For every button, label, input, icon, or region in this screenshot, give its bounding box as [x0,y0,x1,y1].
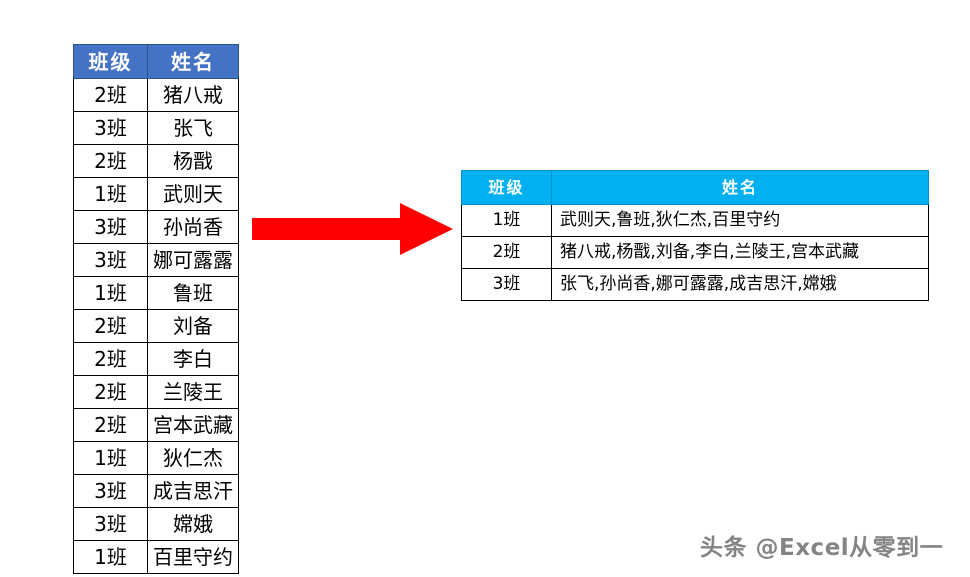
result-cell-names: 猪八戒,杨戬,刘备,李白,兰陵王,宫本武藏 [551,236,929,269]
source-cell-class: 2班 [73,78,148,112]
source-cell-name: 李白 [147,342,239,376]
source-cell-class: 2班 [73,408,148,442]
table-row: 1班 武则天,鲁班,狄仁杰,百里守约 [461,204,929,237]
result-cell-class: 1班 [461,204,552,237]
source-cell-class: 2班 [73,342,148,376]
table-row: 1班 百里守约 [73,540,239,574]
source-cell-class: 3班 [73,111,148,145]
result-table: 班级 姓名 1班 武则天,鲁班,狄仁杰,百里守约 2班 猪八戒,杨戬,刘备,李白… [461,170,929,301]
result-header-class: 班级 [461,170,552,205]
source-cell-class: 2班 [73,144,148,178]
table-row: 3班 张飞 [73,111,239,145]
result-cell-names: 武则天,鲁班,狄仁杰,百里守约 [551,204,929,237]
source-cell-class: 3班 [73,243,148,277]
table-row: 3班 娜可露露 [73,243,239,277]
table-row: 2班 刘备 [73,309,239,343]
source-cell-name: 成吉思汗 [147,474,239,508]
source-cell-class: 3班 [73,474,148,508]
source-cell-class: 3班 [73,210,148,244]
right-block-arrow-icon [252,202,454,256]
result-cell-names: 张飞,孙尚香,娜可露露,成吉思汗,嫦娥 [551,268,929,301]
source-header-class: 班级 [73,44,148,79]
source-cell-name: 鲁班 [147,276,239,310]
table-row: 1班 鲁班 [73,276,239,310]
source-cell-name: 杨戬 [147,144,239,178]
source-cell-class: 1班 [73,540,148,574]
source-cell-class: 2班 [73,309,148,343]
source-cell-name: 孙尚香 [147,210,239,244]
source-table-header-row: 班级 姓名 [73,44,239,79]
source-cell-class: 1班 [73,441,148,475]
source-cell-class: 2班 [73,375,148,409]
source-cell-name: 刘备 [147,309,239,343]
source-cell-name: 狄仁杰 [147,441,239,475]
table-row: 1班 狄仁杰 [73,441,239,475]
result-cell-class: 2班 [461,236,552,269]
table-row: 3班 张飞,孙尚香,娜可露露,成吉思汗,嫦娥 [461,268,929,301]
source-cell-name: 嫦娥 [147,507,239,541]
source-cell-name: 张飞 [147,111,239,145]
source-cell-name: 娜可露露 [147,243,239,277]
source-cell-class: 3班 [73,507,148,541]
table-row: 1班 武则天 [73,177,239,211]
table-row: 3班 成吉思汗 [73,474,239,508]
source-cell-class: 1班 [73,177,148,211]
table-row: 3班 嫦娥 [73,507,239,541]
table-row: 2班 猪八戒 [73,78,239,112]
source-cell-class: 1班 [73,276,148,310]
table-row: 2班 宫本武藏 [73,408,239,442]
table-row: 2班 李白 [73,342,239,376]
source-cell-name: 武则天 [147,177,239,211]
source-cell-name: 猪八戒 [147,78,239,112]
table-row: 3班 孙尚香 [73,210,239,244]
watermark: 头条 @Excel从零到一 [700,535,944,561]
source-cell-name: 百里守约 [147,540,239,574]
table-row: 2班 猪八戒,杨戬,刘备,李白,兰陵王,宫本武藏 [461,236,929,269]
result-header-name: 姓名 [551,170,929,205]
result-cell-class: 3班 [461,268,552,301]
table-row: 2班 兰陵王 [73,375,239,409]
source-cell-name: 宫本武藏 [147,408,239,442]
table-row: 2班 杨戬 [73,144,239,178]
source-table: 班级 姓名 2班 猪八戒 3班 张飞 2班 杨戬 1班 武则天 3班 [73,44,239,574]
source-cell-name: 兰陵王 [147,375,239,409]
result-table-header-row: 班级 姓名 [461,170,929,205]
source-header-name: 姓名 [147,44,239,79]
